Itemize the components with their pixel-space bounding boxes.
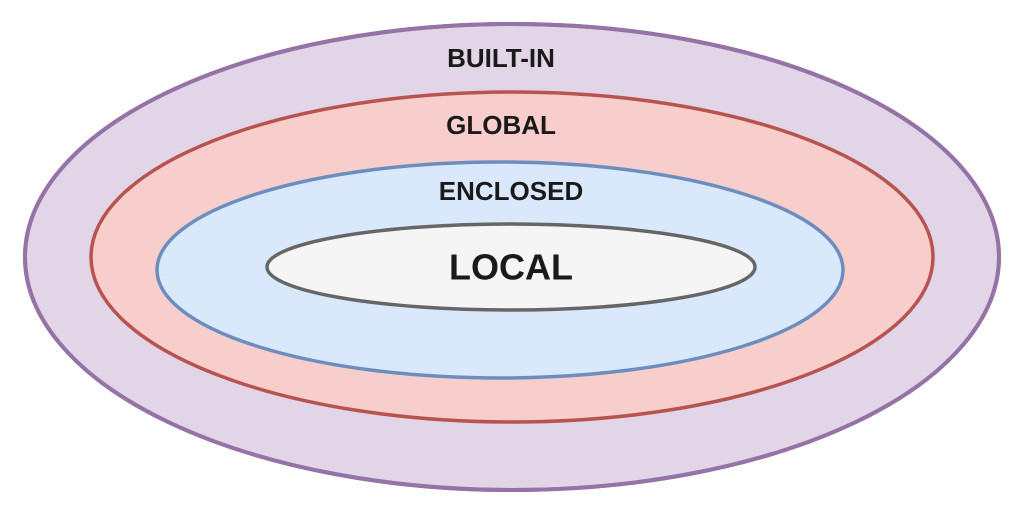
- enclosed-scope-ring-outline: [155, 160, 845, 380]
- local-label: LOCAL: [449, 247, 573, 288]
- enclosed-label: ENCLOSED: [439, 176, 583, 206]
- global-label: GLOBAL: [446, 110, 556, 140]
- builtin-scope-ring-outline: [23, 22, 1001, 492]
- builtin-label: BUILT-IN: [447, 43, 555, 73]
- global-scope-ring-outline: [89, 90, 935, 424]
- local-scope-ring: [267, 224, 755, 310]
- local-scope-ring-outline: [265, 222, 757, 312]
